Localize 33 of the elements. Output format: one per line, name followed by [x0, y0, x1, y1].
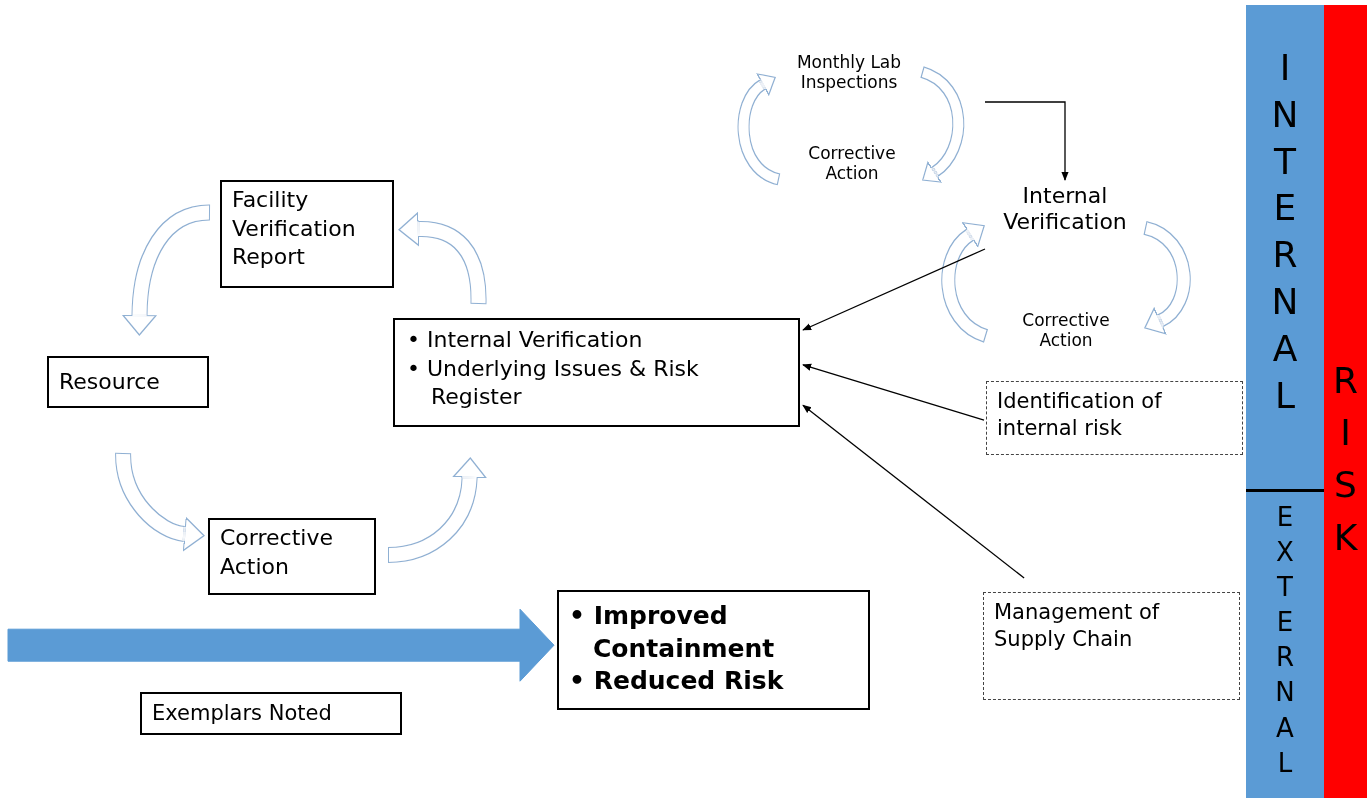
- arrow: [802, 363, 985, 421]
- bullet-item: • Reduced Risk: [568, 665, 785, 697]
- arrow: [802, 248, 986, 331]
- process-box: [220, 180, 394, 288]
- process-box: [208, 518, 376, 595]
- process-box: [393, 318, 800, 427]
- vertical-label: RISK: [1332, 359, 1359, 560]
- arrow: [984, 101, 1069, 181]
- box-text: Exemplars Noted: [152, 699, 332, 727]
- bullet-item: • Improved Containment: [568, 600, 776, 665]
- step-label: Corrective Action: [782, 143, 922, 195]
- dashed-box: [983, 592, 1240, 700]
- process-box: [140, 692, 402, 735]
- side-band: [1246, 5, 1324, 492]
- vertical-label: INTERNAL: [1270, 46, 1300, 418]
- box-text: Corrective Action: [220, 524, 334, 581]
- box-text: Facility Verification Report: [232, 186, 357, 272]
- bullet-item: • Underlying Issues & Risk Register: [406, 354, 700, 412]
- bullet-item: • Internal Verification: [406, 326, 644, 354]
- step-label: Corrective Action: [990, 310, 1142, 362]
- box-text: Management of Supply Chain: [994, 599, 1161, 654]
- process-box: [47, 356, 209, 408]
- box-text: Resource: [59, 367, 160, 396]
- block-arrow: [7, 608, 555, 682]
- step-label: Internal Verification: [985, 183, 1145, 247]
- arrow: [802, 404, 1025, 579]
- vertical-label: EXTERNAL: [1274, 501, 1296, 780]
- side-band: [1246, 492, 1324, 798]
- step-label: Monthly Lab Inspections: [778, 52, 920, 102]
- side-band: [1324, 5, 1367, 798]
- box-text: Identification of internal risk: [997, 388, 1163, 443]
- process-box: [557, 590, 870, 710]
- dashed-box: [986, 381, 1243, 455]
